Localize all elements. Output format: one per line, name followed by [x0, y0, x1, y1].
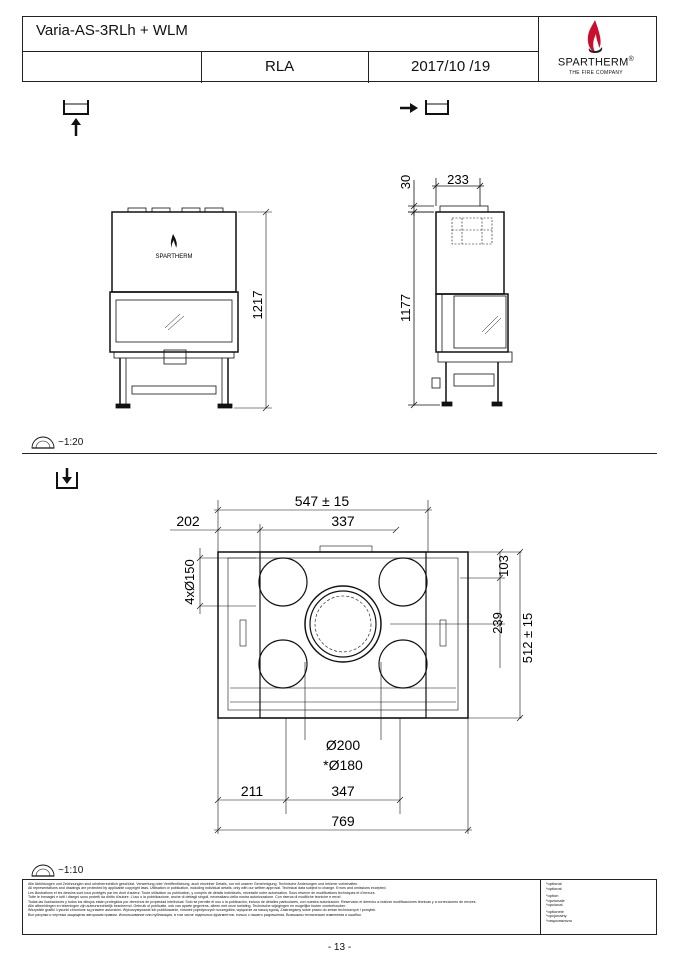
outlet-optional-diameter-dimension: *Ø180 — [323, 757, 363, 773]
legal-line: Todas las ilustraciones y todos los dibu… — [28, 899, 477, 904]
bottom-total-dimension: 769 — [331, 813, 355, 829]
flame-logo-icon — [587, 20, 603, 53]
legal-line: All representations and drawings are pro… — [28, 886, 387, 891]
brand-name: SPARTHERM® — [540, 56, 652, 69]
title-block-row — [23, 51, 538, 83]
bottom-mid-dimension: 347 — [331, 783, 355, 799]
front-elevation-drawing: SPARTHERM 1217 — [109, 207, 272, 412]
scale-icon — [31, 864, 55, 877]
optional-note: *opcional — [546, 902, 563, 907]
cell-divider — [368, 52, 369, 83]
legal-divider — [540, 879, 541, 935]
front-view-icon — [63, 100, 89, 136]
scale-icon — [31, 436, 55, 449]
side-height-dimension: 1177 — [398, 294, 413, 322]
optional-note: *optional — [546, 885, 562, 891]
overall-width-dimension: 547 ± 15 — [295, 493, 350, 509]
legal-line: Wszystkie grafiki i rysunki chronione są… — [28, 908, 377, 913]
top-depth-dimension: 103 — [496, 555, 511, 577]
optional-note: *opzionale — [546, 897, 565, 903]
legal-line: Alle Abbildungen und Zeichnungen sind ur… — [28, 882, 359, 886]
section-divider — [22, 453, 657, 454]
cell-divider — [201, 52, 202, 83]
legal-line: Все рисунки и чертежи защищены авторским… — [28, 912, 362, 917]
flue-diameter-dimension: 4xØ150 — [182, 559, 197, 605]
side-top-offset-dimension: 30 — [398, 175, 413, 189]
side-view-icon — [400, 100, 449, 115]
optional-note: *optional — [546, 881, 562, 886]
optional-note: *опционально — [546, 917, 572, 923]
fireplace-logo: SPARTHERM — [155, 254, 192, 260]
bottom-left-dimension: 211 — [241, 783, 264, 799]
model-code: RLA — [265, 58, 295, 75]
plan-view-drawing: 547 ± 15 202 337 4xØ150 103 239 512 ± 15… — [170, 493, 535, 834]
document-title: Varia-AS-3RLh + WLM — [36, 22, 188, 39]
logo-divider — [538, 17, 539, 81]
title-block — [22, 16, 657, 83]
overall-depth-dimension: 512 ± 15 — [520, 613, 535, 664]
optional-note: *opcjonalny — [546, 913, 567, 918]
brand-name-text: SPARTHERM — [557, 56, 629, 69]
optional-note: *optionele — [546, 908, 564, 914]
side-elevation-drawing: 233 30 1177 — [398, 172, 513, 409]
document-date: 2017/10 /19 — [411, 58, 491, 75]
legal-line: Alle afbeeldingen en tekeningen zijn aut… — [28, 904, 347, 909]
page-number: - 13 - — [327, 942, 352, 953]
inner-width-dimension: 337 — [331, 513, 355, 529]
legal-notice-box — [22, 879, 657, 935]
outlet-diameter-dimension: Ø200 — [326, 737, 360, 753]
scale-label-lower: ~1:10 — [58, 865, 84, 876]
optional-note: *option — [546, 893, 559, 898]
brand-tagline: THE FIRE COMPANY — [569, 70, 623, 76]
top-view-icon — [56, 468, 78, 489]
side-top-width-dimension: 233 — [447, 172, 469, 187]
scale-label-upper: ~1:20 — [58, 437, 84, 448]
registered-mark: ® — [628, 56, 635, 63]
front-height-dimension: 1217 — [250, 291, 265, 320]
legal-line: Tutte le immagini e tutti i disegni sono… — [28, 895, 342, 900]
center-depth-dimension: 239 — [490, 612, 505, 634]
left-offset-dimension: 202 — [176, 513, 200, 529]
legal-notice: Alle Abbildungen und Zeichnungen sind ur… — [28, 882, 543, 917]
legal-line: Les illustrations et les dessins sont to… — [28, 890, 376, 895]
optional-notes: *optional *optional *option *opzionale *… — [546, 881, 572, 923]
